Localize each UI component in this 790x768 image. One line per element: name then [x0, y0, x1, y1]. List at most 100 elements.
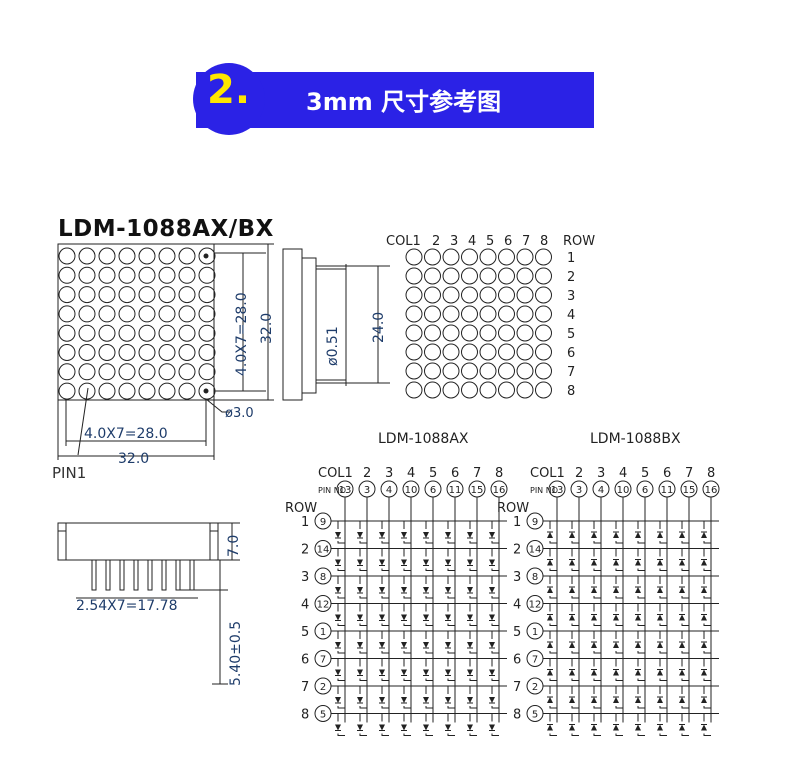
- schematic-title: LDM-1088AX: [378, 431, 469, 447]
- led-dot: [98, 363, 116, 381]
- schematic-row-number: 1: [513, 515, 521, 530]
- col-pin-number: 6: [430, 485, 436, 496]
- dot-circle: [498, 305, 515, 323]
- schematic-row-number: 4: [301, 598, 309, 613]
- dot-circle: [479, 343, 497, 361]
- led-diode: [679, 697, 685, 703]
- led-diode: [335, 532, 341, 538]
- led-diode: [569, 642, 575, 648]
- row-pin-number: 9: [532, 517, 538, 528]
- col-pin-number: 10: [405, 485, 418, 496]
- led-diode: [547, 697, 553, 703]
- led-diode: [701, 669, 707, 676]
- led-diode: [357, 697, 363, 703]
- side-body-outline: [282, 248, 303, 401]
- row-label: 2: [567, 270, 575, 285]
- col-label: 7: [522, 234, 530, 249]
- led-dot: [58, 324, 76, 342]
- schematic-row-label: ROW: [285, 501, 317, 516]
- dot-circle: [479, 248, 497, 266]
- bottom-pin: [91, 559, 97, 591]
- bottom-pin: [175, 559, 181, 591]
- col-header: COL1: [386, 234, 421, 249]
- schematic-row-number: 3: [513, 570, 521, 585]
- led-diode: [335, 724, 341, 731]
- schematic-col-label: 7: [685, 466, 693, 481]
- led-diode: [657, 642, 663, 648]
- led-dot: [98, 286, 116, 304]
- dot-circle: [442, 267, 460, 285]
- led-diode: [547, 642, 553, 648]
- row-pin-number: 1: [320, 627, 326, 638]
- led-diode: [423, 559, 429, 566]
- side-flange: [302, 257, 317, 394]
- led-diode: [547, 614, 553, 621]
- led-dot: [118, 266, 136, 284]
- row-pin-number: 5: [320, 710, 326, 721]
- dot-circle: [461, 305, 478, 323]
- dot-circle: [424, 362, 441, 380]
- pin-no-label: PIN NO.: [530, 486, 560, 495]
- col-pin-number: 15: [683, 485, 696, 496]
- schematic-col-label: 8: [707, 466, 715, 481]
- led-diode: [423, 642, 429, 648]
- bottom-pin: [119, 559, 125, 591]
- led-diode: [467, 614, 473, 621]
- schematic-row-number: 8: [301, 708, 309, 723]
- led-dot: [118, 363, 136, 381]
- col-pin-number: 15: [471, 485, 484, 496]
- row-pin-number: 2: [532, 682, 538, 693]
- led-diode: [489, 669, 495, 676]
- led-diode: [335, 587, 341, 593]
- col-pin-number: 3: [364, 485, 370, 496]
- led-diode: [569, 614, 575, 621]
- led-diode: [489, 532, 495, 538]
- led-diode: [489, 587, 495, 593]
- led-dot: [158, 324, 176, 342]
- pin-pitch-dim-text: 2.54X7=17.78: [76, 598, 177, 614]
- col-pin-number: 4: [386, 485, 392, 496]
- led-dot: [178, 266, 196, 284]
- schematic-row-number: 2: [513, 543, 521, 558]
- led-dot: [58, 382, 76, 400]
- dot-circle: [461, 362, 478, 380]
- led-diode: [467, 724, 473, 731]
- row-pin-number: 7: [532, 655, 538, 666]
- row-label: 3: [567, 289, 575, 304]
- dot-circle: [442, 343, 460, 361]
- led-diode: [335, 559, 341, 566]
- schematic-row-number: 2: [301, 543, 309, 558]
- dot-dim-text: ø3.0: [225, 406, 254, 421]
- led-dot: [138, 344, 156, 361]
- length-dim-text: 24.0: [371, 312, 387, 343]
- dot-circle: [498, 381, 515, 399]
- dot-circle: [516, 305, 534, 323]
- row-pin-number: 7: [320, 655, 326, 666]
- led-diode: [423, 724, 429, 731]
- led-diode: [401, 587, 407, 593]
- front-view: [57, 243, 274, 460]
- led-dot: [98, 324, 116, 342]
- schematic-col-label: 3: [385, 466, 393, 481]
- bottom-pin: [133, 559, 139, 591]
- dot-circle: [535, 362, 552, 380]
- led-diode: [401, 614, 407, 621]
- bottom-view: [57, 522, 240, 685]
- led-dot: [118, 305, 136, 323]
- led-dot: [198, 344, 216, 361]
- dot-circle: [442, 381, 460, 399]
- dot-circle: [442, 286, 460, 304]
- led-dot: [198, 324, 216, 342]
- led-diode: [423, 697, 429, 703]
- schematic-col-label: 6: [451, 466, 459, 481]
- schematic-row-number: 5: [301, 625, 309, 640]
- led-dot: [98, 247, 116, 265]
- schematic-col-label: 5: [641, 466, 649, 481]
- led-diode: [635, 697, 641, 703]
- led-dot: [58, 247, 76, 265]
- led-diode: [489, 697, 495, 703]
- led-diode: [635, 614, 641, 621]
- led-diode: [445, 642, 451, 648]
